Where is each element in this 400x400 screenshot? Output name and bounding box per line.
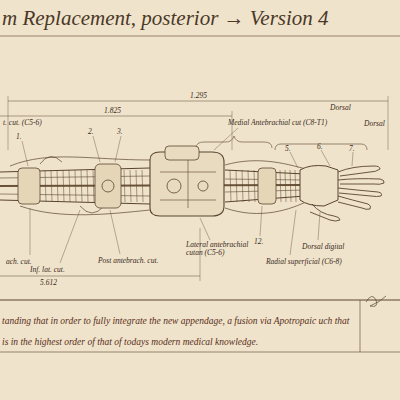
frame-rule bbox=[0, 36, 400, 37]
frame-rule bbox=[360, 300, 361, 352]
frame-rule bbox=[0, 352, 400, 353]
pivot bbox=[102, 180, 114, 192]
wrap-band bbox=[285, 170, 286, 202]
housing-gear bbox=[198, 181, 208, 191]
nerve-label: t. cut. (C5-6) bbox=[3, 119, 42, 127]
cable-loop bbox=[40, 156, 104, 213]
palm bbox=[300, 166, 338, 207]
nerve-label: Medial Antebrachial cut (C8-T1) bbox=[228, 119, 327, 127]
wrap-band bbox=[236, 170, 237, 202]
nerve-label: Lateral antebrachial cutan (C5-6) bbox=[186, 241, 256, 256]
bracket bbox=[196, 136, 272, 148]
wrap-band bbox=[290, 170, 291, 202]
callout-number: 12. bbox=[254, 238, 263, 246]
wrist-collar bbox=[258, 168, 276, 204]
wrap-band bbox=[51, 170, 52, 202]
wrap-band bbox=[230, 170, 231, 202]
nerve-label: Inf. lat. cut. bbox=[30, 266, 65, 274]
finger bbox=[338, 166, 384, 209]
joint-collar bbox=[18, 168, 40, 204]
nerve-label: ach. cut. bbox=[6, 258, 32, 266]
callout-number: 2. bbox=[88, 128, 94, 136]
wrap-band bbox=[254, 170, 255, 202]
housing-seam bbox=[160, 160, 216, 208]
joint-collar bbox=[95, 164, 121, 208]
wrap-band bbox=[93, 170, 94, 202]
nerve-label: Post antebrach. cut. bbox=[98, 257, 158, 265]
callout-number: 7. bbox=[349, 145, 355, 153]
actuator-housing bbox=[150, 152, 224, 216]
callout-number: 1. bbox=[16, 133, 22, 141]
dimension-tick bbox=[388, 96, 389, 150]
callout-number: 5. bbox=[285, 145, 291, 153]
wrap-band bbox=[280, 170, 281, 202]
dimension-line bbox=[8, 101, 388, 102]
sheet-note: tanding that in order to fully integrate… bbox=[2, 311, 354, 353]
wrap-band bbox=[248, 170, 249, 202]
wrap-band bbox=[63, 170, 64, 202]
dimension-tick bbox=[232, 111, 233, 150]
dimension: 5.612 bbox=[40, 279, 57, 287]
wrap-band bbox=[87, 170, 88, 202]
wrap-band bbox=[75, 170, 76, 202]
nerve-label: Dorsal digital bbox=[302, 243, 344, 251]
wrap-band bbox=[124, 170, 125, 202]
dimension: 1.295 bbox=[190, 92, 207, 100]
dimension-line bbox=[0, 116, 232, 117]
sheet-title: m Replacement, posterior → Version 4 bbox=[2, 8, 329, 29]
wrap-band bbox=[242, 170, 243, 202]
wrap-band bbox=[45, 170, 46, 202]
wrap-band bbox=[69, 170, 70, 202]
frame-rule bbox=[0, 300, 400, 301]
actuator-cap bbox=[165, 146, 199, 160]
wrap-band bbox=[295, 170, 296, 202]
wrap-band bbox=[130, 170, 131, 202]
thumb bbox=[310, 204, 340, 221]
nerve-label: Dorsal bbox=[330, 104, 351, 112]
nerve-label: Dorsal bbox=[364, 120, 385, 128]
dimension: 1.825 bbox=[104, 107, 121, 115]
nerve-label: Radial superficial (C6-8) bbox=[266, 258, 342, 266]
wrap-band bbox=[142, 170, 143, 202]
callout-number: 3. bbox=[117, 128, 123, 136]
wrap-band bbox=[81, 170, 82, 202]
leader-line bbox=[22, 128, 353, 263]
callout-number: 6. bbox=[317, 143, 323, 151]
housing-gear bbox=[167, 179, 181, 193]
signature bbox=[366, 296, 386, 306]
dimension-line bbox=[0, 276, 200, 277]
wrap-band bbox=[136, 170, 137, 202]
wrap-band bbox=[57, 170, 58, 202]
